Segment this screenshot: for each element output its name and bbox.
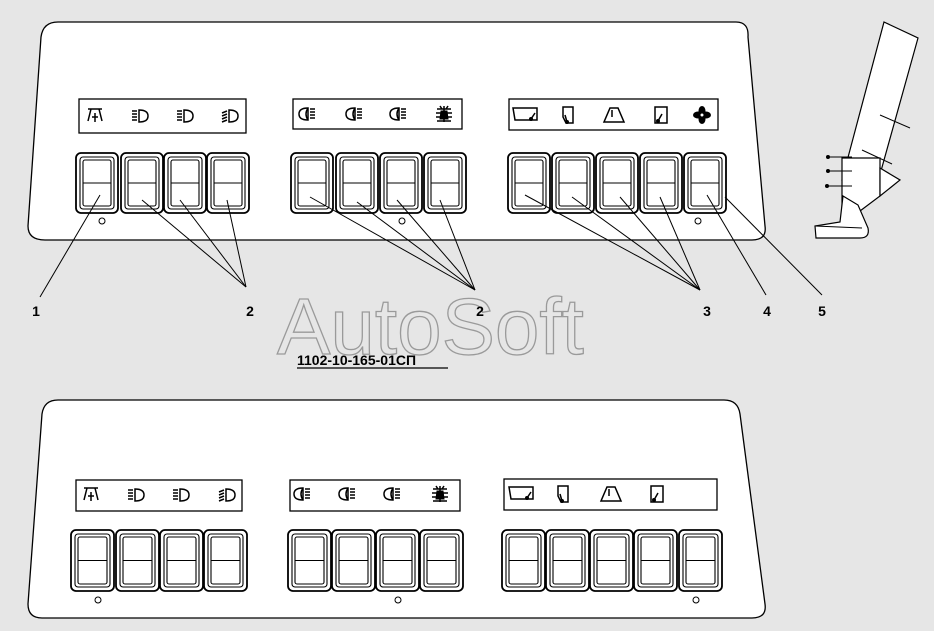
fog-light-icon <box>383 487 400 501</box>
bottom-rocker-switch[interactable] <box>159 529 204 592</box>
callout-number: 2 <box>246 303 254 319</box>
bottom-rocker-switch[interactable] <box>501 529 546 592</box>
top-rocker-switch[interactable] <box>595 152 639 214</box>
bottom-rocker-switch[interactable] <box>375 529 420 592</box>
bottom-rocker-switch[interactable] <box>589 529 634 592</box>
top-rocker-switch[interactable] <box>163 152 207 214</box>
windshield-wiper-icon <box>512 107 538 121</box>
top-icon-strip-3 <box>508 98 719 131</box>
rear-fog-icon <box>432 485 448 502</box>
bottom-rocker-switch[interactable] <box>633 529 678 592</box>
callout-number: 5 <box>818 303 826 319</box>
high-beam-icon <box>132 109 149 123</box>
door-window-icon <box>650 485 664 503</box>
top-rocker-switch[interactable] <box>335 152 379 214</box>
fog-light-icon <box>298 107 315 121</box>
bottom-rocker-switch[interactable] <box>203 529 248 592</box>
top-rocker-switch[interactable] <box>206 152 250 214</box>
top-panel <box>27 21 766 241</box>
bottom-icon-strip-2 <box>289 479 461 512</box>
bottom-rocker-switch[interactable] <box>115 529 160 592</box>
assembly-label: 1102-10-165-01СП <box>297 352 416 368</box>
fog-light-icon <box>389 107 406 121</box>
rear-fog-icon <box>436 105 452 122</box>
fog-light-icon <box>345 107 362 121</box>
rear-window-icon <box>602 107 626 123</box>
door-window-icon <box>654 106 668 124</box>
side-window-icon <box>562 106 574 124</box>
rear-window-icon <box>599 486 623 502</box>
watermark: AutoSoft <box>277 282 584 371</box>
bottom-rocker-switch[interactable] <box>545 529 590 592</box>
leader-lines <box>39 194 823 298</box>
low-beam-icon <box>221 109 239 123</box>
top-rocker-switch[interactable] <box>551 152 595 214</box>
callout-number: 3 <box>703 303 711 319</box>
bottom-panel <box>27 399 766 619</box>
bottom-rocker-switch[interactable] <box>419 529 464 592</box>
fan-icon <box>693 106 711 124</box>
bottom-rocker-switch[interactable] <box>287 529 332 592</box>
high-beam-icon <box>128 488 145 502</box>
top-rocker-switch[interactable] <box>423 152 467 214</box>
low-beam-icon <box>218 488 236 502</box>
top-rocker-switch[interactable] <box>379 152 423 214</box>
bottom-rocker-switch[interactable] <box>678 529 723 592</box>
mount-hole <box>398 217 406 225</box>
interior-light-icon <box>83 487 99 501</box>
side-window-icon <box>557 485 569 503</box>
top-icon-strip-2 <box>292 98 463 130</box>
interior-light-icon <box>87 108 103 122</box>
windshield-wiper-icon <box>508 486 534 500</box>
mount-hole <box>98 217 106 225</box>
switch-side-view <box>814 21 919 239</box>
high-beam-icon <box>177 109 194 123</box>
mount-hole <box>692 596 700 604</box>
bottom-rocker-switch[interactable] <box>331 529 376 592</box>
fog-light-icon <box>293 487 310 501</box>
callout-number: 4 <box>763 303 771 319</box>
bottom-rocker-switch[interactable] <box>70 529 115 592</box>
top-icon-strip-1 <box>78 98 247 134</box>
top-rocker-switch[interactable] <box>683 152 727 214</box>
callout-number: 2 <box>476 303 484 319</box>
bottom-icon-strip-1 <box>75 479 243 512</box>
top-rocker-switch[interactable] <box>290 152 334 214</box>
top-rocker-switch[interactable] <box>507 152 551 214</box>
mount-hole <box>394 596 402 604</box>
callout-number: 1 <box>32 303 40 319</box>
top-rocker-switch[interactable] <box>75 152 119 214</box>
mount-hole <box>694 217 702 225</box>
fog-light-icon <box>338 487 355 501</box>
bottom-icon-strip-3 <box>503 478 718 511</box>
high-beam-icon <box>173 488 190 502</box>
mount-hole <box>94 596 102 604</box>
top-rocker-switch[interactable] <box>120 152 164 214</box>
top-rocker-switch[interactable] <box>639 152 683 214</box>
callouts: 1 2 2 3 4 5 <box>32 303 826 319</box>
